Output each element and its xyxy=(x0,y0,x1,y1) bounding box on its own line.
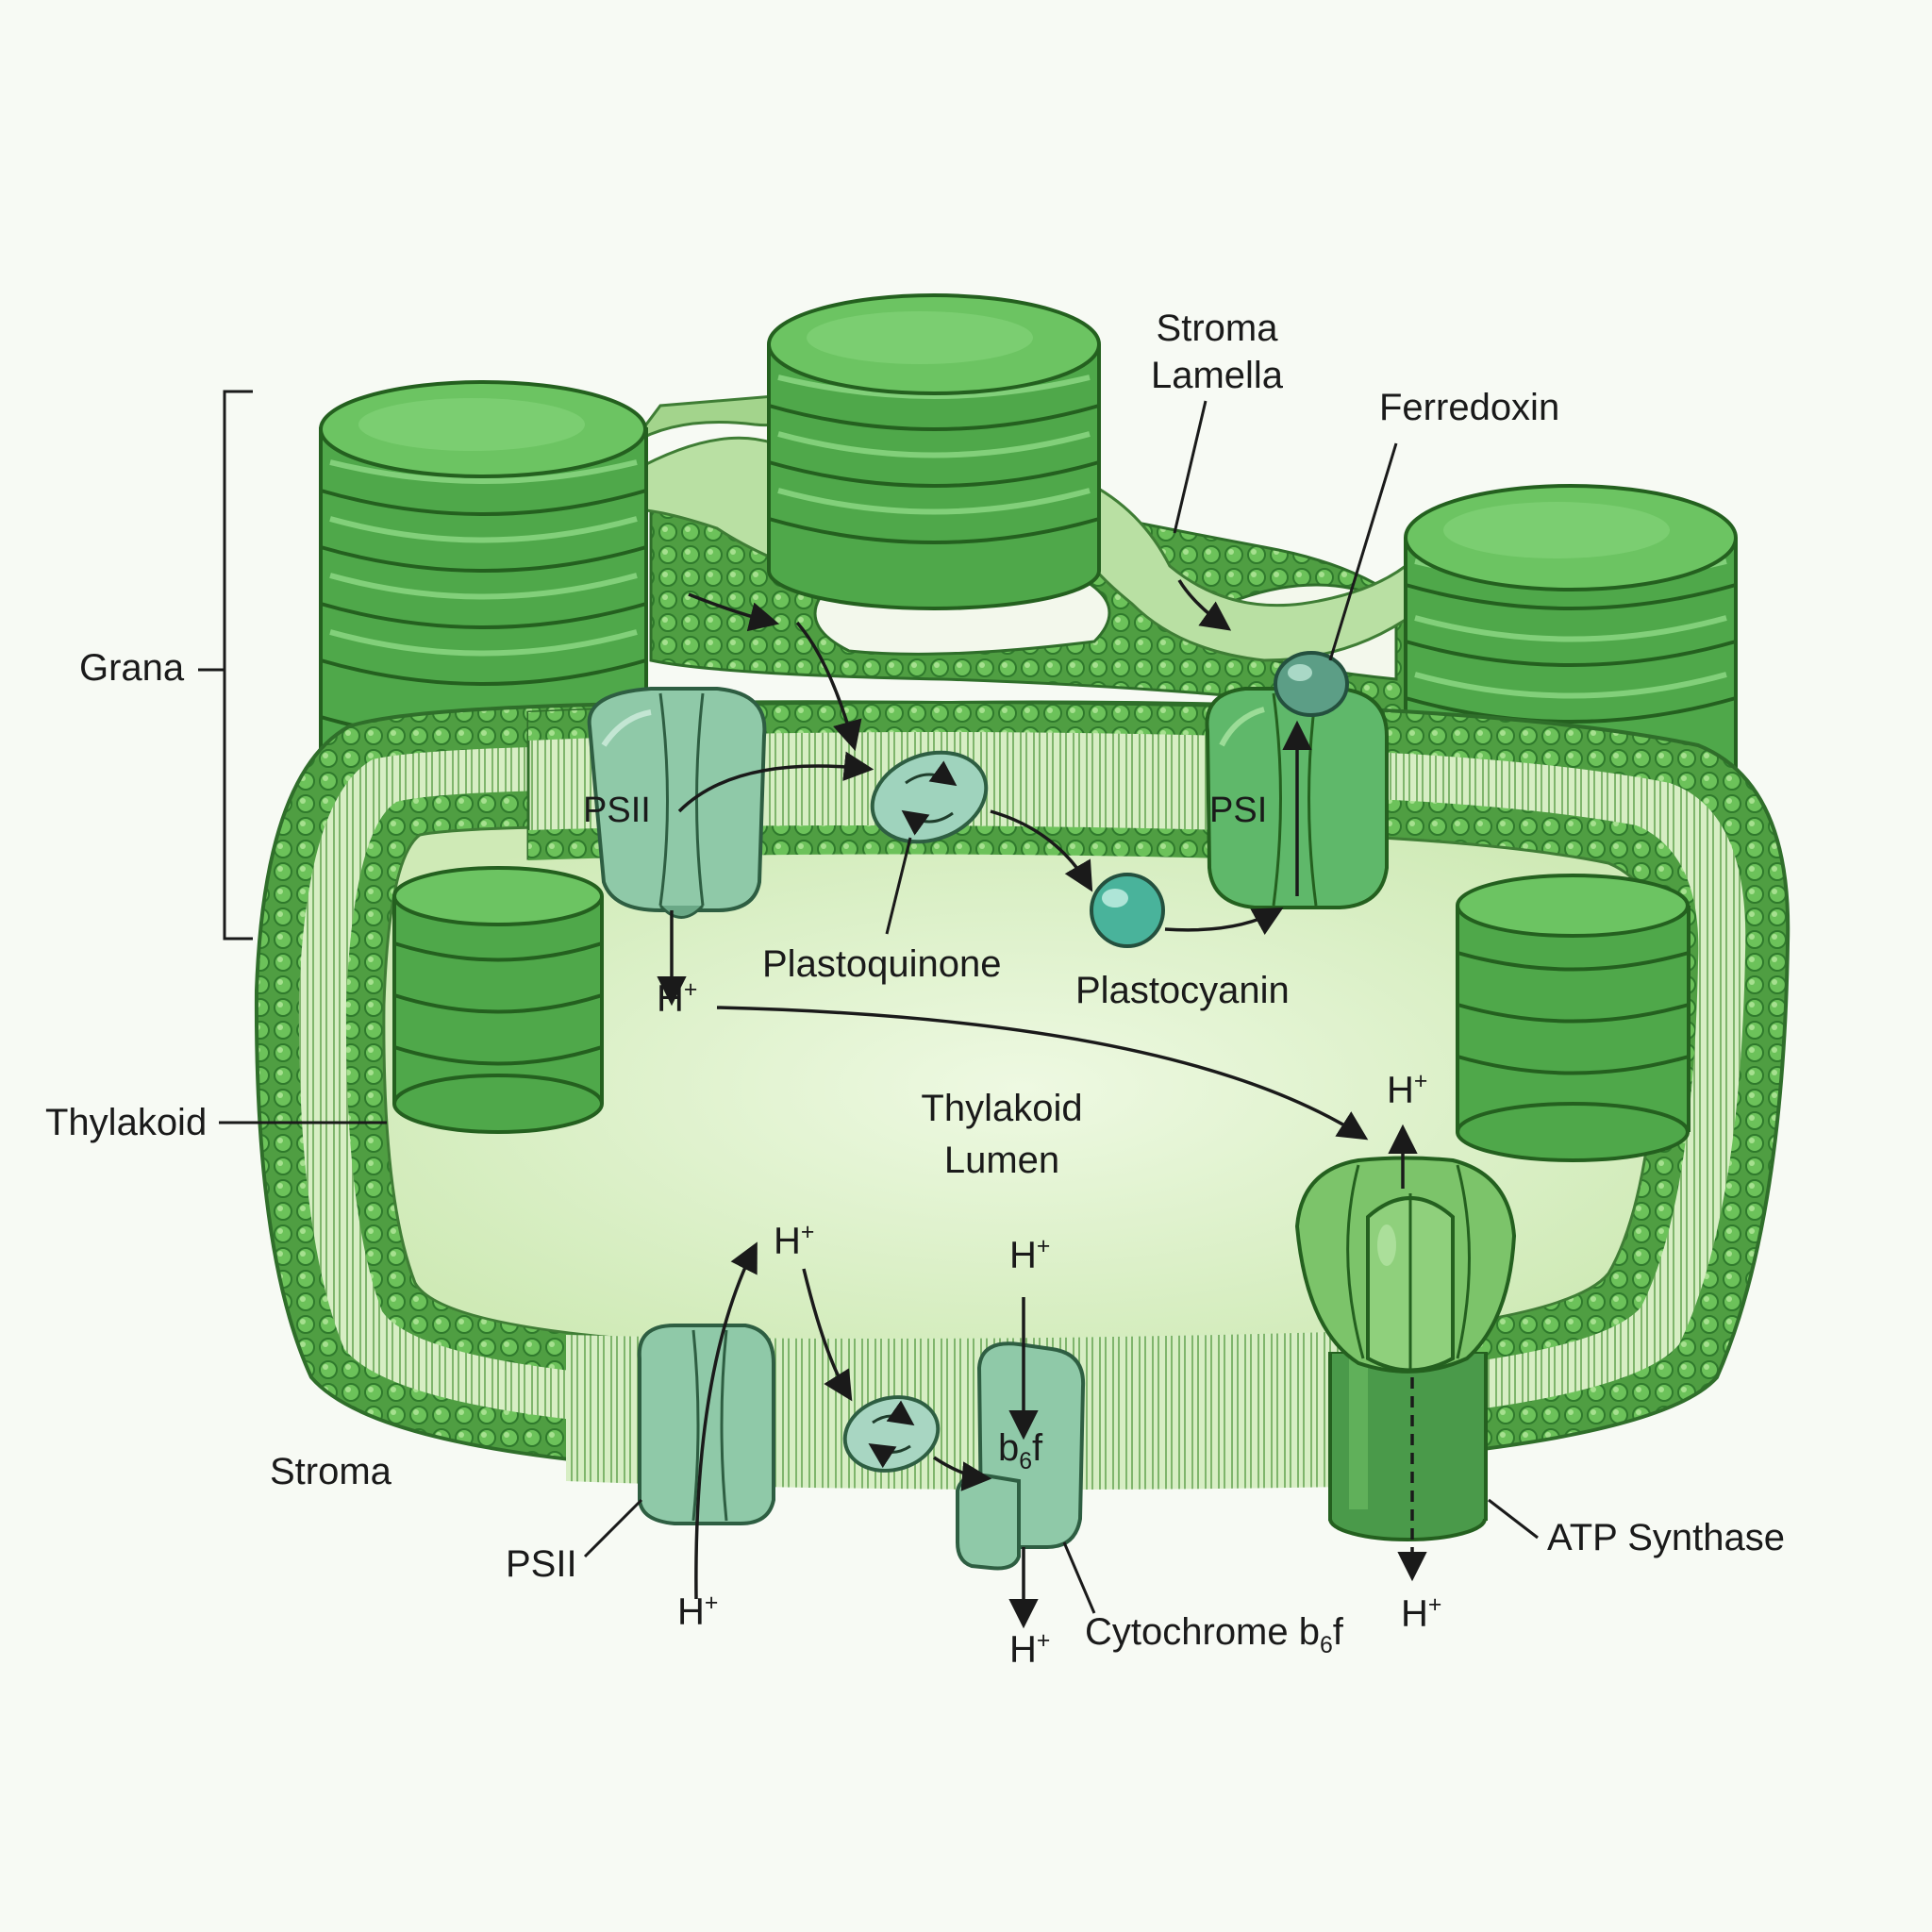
stroma-lamella-label-line1: Stroma xyxy=(1156,308,1278,349)
proton-symbol: H xyxy=(1009,1628,1037,1671)
plastocyanin-label: Plastocyanin xyxy=(1075,970,1290,1011)
label-leaders xyxy=(198,390,1539,1614)
proton-label-lumen-b6f: H+ xyxy=(1009,1234,1051,1276)
plastoquinone-label: Plastoquinone xyxy=(762,943,1002,985)
b6f-subscript: 6 xyxy=(1019,1449,1033,1474)
plastocyanin-protein xyxy=(1090,873,1165,948)
proton-charge: + xyxy=(1427,1592,1442,1618)
lumen-label-line1: Thylakoid xyxy=(921,1088,1083,1129)
atp-synthase-complex xyxy=(1294,1156,1517,1541)
atp-synthase-label: ATP Synthase xyxy=(1547,1517,1785,1558)
proton-charge: + xyxy=(704,1591,719,1616)
thylakoid-label: Thylakoid xyxy=(45,1102,208,1143)
proton-charge: + xyxy=(1036,1628,1051,1654)
proton-symbol: H xyxy=(1401,1592,1428,1635)
stroma-label: Stroma xyxy=(270,1451,391,1492)
proton-charge: + xyxy=(683,977,698,1003)
cytochrome-b6f-label: Cytochrome b6f xyxy=(1085,1613,1343,1658)
granum-center xyxy=(767,293,1101,610)
cytochrome-end: f xyxy=(1332,1611,1343,1653)
psi-top-label: PSI xyxy=(1209,791,1268,830)
proton-symbol: H xyxy=(774,1220,801,1262)
psii-top-complex xyxy=(587,687,767,919)
lumen-label-line2: Lumen xyxy=(943,1140,1060,1181)
proton-charge: + xyxy=(1413,1069,1428,1094)
grana-label: Grana xyxy=(79,647,185,689)
psii-bottom-label: PSII xyxy=(506,1543,577,1585)
plastoquinone-top xyxy=(870,750,989,844)
flow-arrows xyxy=(657,579,1427,1629)
ferredoxin-protein xyxy=(1274,651,1349,717)
plastoquinone-bottom xyxy=(842,1395,941,1473)
proton-label-atp-top: H+ xyxy=(1387,1069,1428,1111)
proton-symbol: H xyxy=(1387,1069,1414,1111)
b6f-end: f xyxy=(1032,1427,1043,1469)
proton-symbol: H xyxy=(1009,1234,1037,1276)
proton-label-psii-bottom: H+ xyxy=(677,1591,719,1633)
proton-symbol: H xyxy=(677,1591,705,1633)
proton-charge: + xyxy=(800,1220,815,1245)
proton-symbol: H xyxy=(657,977,684,1020)
stroma-lamella-label-line2: Lamella xyxy=(1150,355,1284,396)
proton-charge: + xyxy=(1036,1234,1051,1259)
ferredoxin-label: Ferredoxin xyxy=(1379,387,1560,428)
proton-label-atp-bottom: H+ xyxy=(1401,1592,1442,1635)
cytochrome-main: Cytochrome b xyxy=(1085,1611,1320,1653)
cytochrome-b6f-complex xyxy=(956,1341,1086,1571)
granum-right-lower xyxy=(1456,874,1690,1162)
proton-label-psii-top: H+ xyxy=(657,977,698,1020)
proton-label-b6f-bottom: H+ xyxy=(1009,1628,1051,1671)
b6f-label: b6f xyxy=(998,1429,1042,1474)
proton-label-lumen-left: H+ xyxy=(774,1220,815,1262)
cytochrome-subscript: 6 xyxy=(1319,1633,1333,1658)
granum-left-lower xyxy=(392,866,604,1134)
b6f-main: b xyxy=(998,1427,1020,1469)
psii-top-label: PSII xyxy=(583,791,651,830)
